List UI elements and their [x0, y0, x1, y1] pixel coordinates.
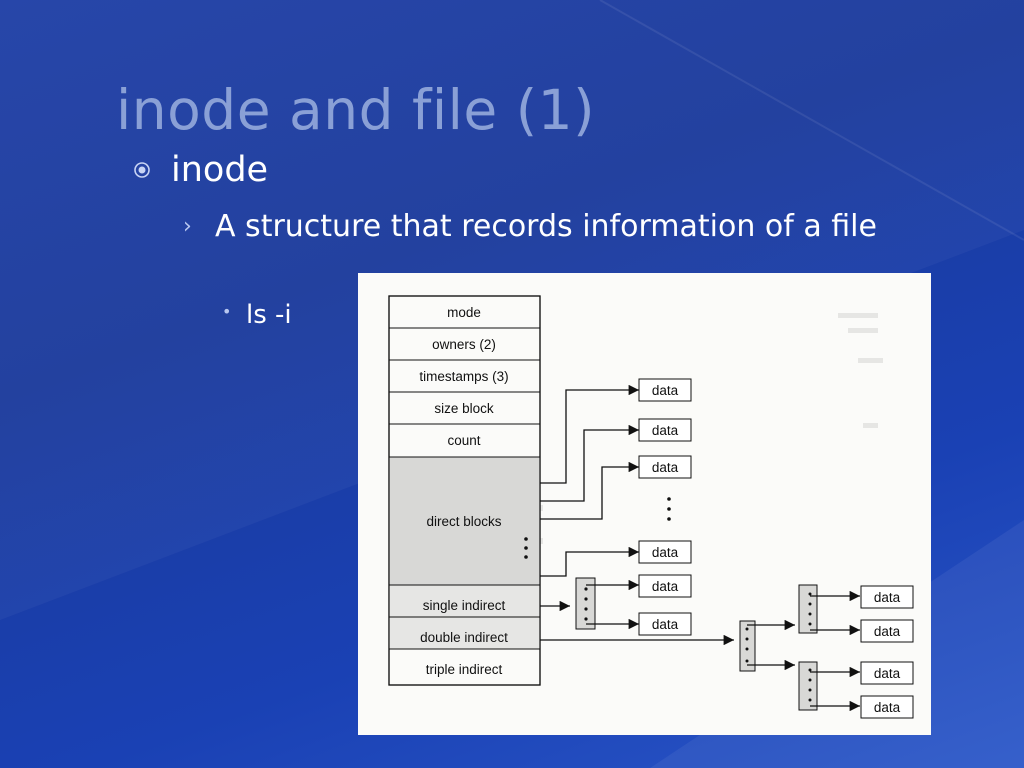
double-indirect-blocks: data data data data: [739, 584, 914, 719]
data-block-label: data: [652, 460, 679, 475]
field-owners: owners (2): [432, 337, 496, 352]
direct-pointers: [540, 384, 734, 646]
data-block-label: data: [874, 666, 901, 681]
data-block-label: data: [652, 423, 679, 438]
field-double-indirect: double indirect: [420, 630, 508, 645]
data-block-label: data: [652, 383, 679, 398]
data-block-label: data: [874, 624, 901, 639]
bullet-inode-text: inode: [171, 150, 269, 190]
direct-data-blocks: data data data data: [638, 378, 692, 564]
circle-bullet-icon: [134, 162, 150, 178]
single-indirect-block: data data: [575, 574, 692, 636]
field-count: count: [447, 433, 480, 448]
dot-bullet-icon: •: [222, 302, 232, 321]
field-mode: mode: [447, 305, 481, 320]
field-single-indirect: single indirect: [423, 598, 506, 613]
slide-title: inode and file (1): [116, 78, 596, 142]
field-timestamps: timestamps (3): [419, 369, 508, 384]
bullet-structure-text: A structure that records information of …: [215, 209, 877, 244]
chevron-bullet-icon: ›: [183, 214, 192, 239]
inode-table: mode owners (2) timestamps (3) size bloc…: [388, 295, 541, 686]
data-block-label: data: [652, 617, 679, 632]
field-direct-blocks: direct blocks: [426, 514, 501, 529]
data-block-label: data: [652, 545, 679, 560]
bullet-ls-text: ls -i: [246, 300, 292, 330]
field-size-block: size block: [434, 401, 494, 416]
data-block-label: data: [652, 579, 679, 594]
data-block-label: data: [874, 700, 901, 715]
field-triple-indirect: triple indirect: [426, 662, 503, 677]
inode-diagram-svg: mode owners (2) timestamps (3) size bloc…: [388, 295, 914, 719]
inode-diagram: mode owners (2) timestamps (3) size bloc…: [358, 273, 931, 735]
data-block-label: data: [874, 590, 901, 605]
